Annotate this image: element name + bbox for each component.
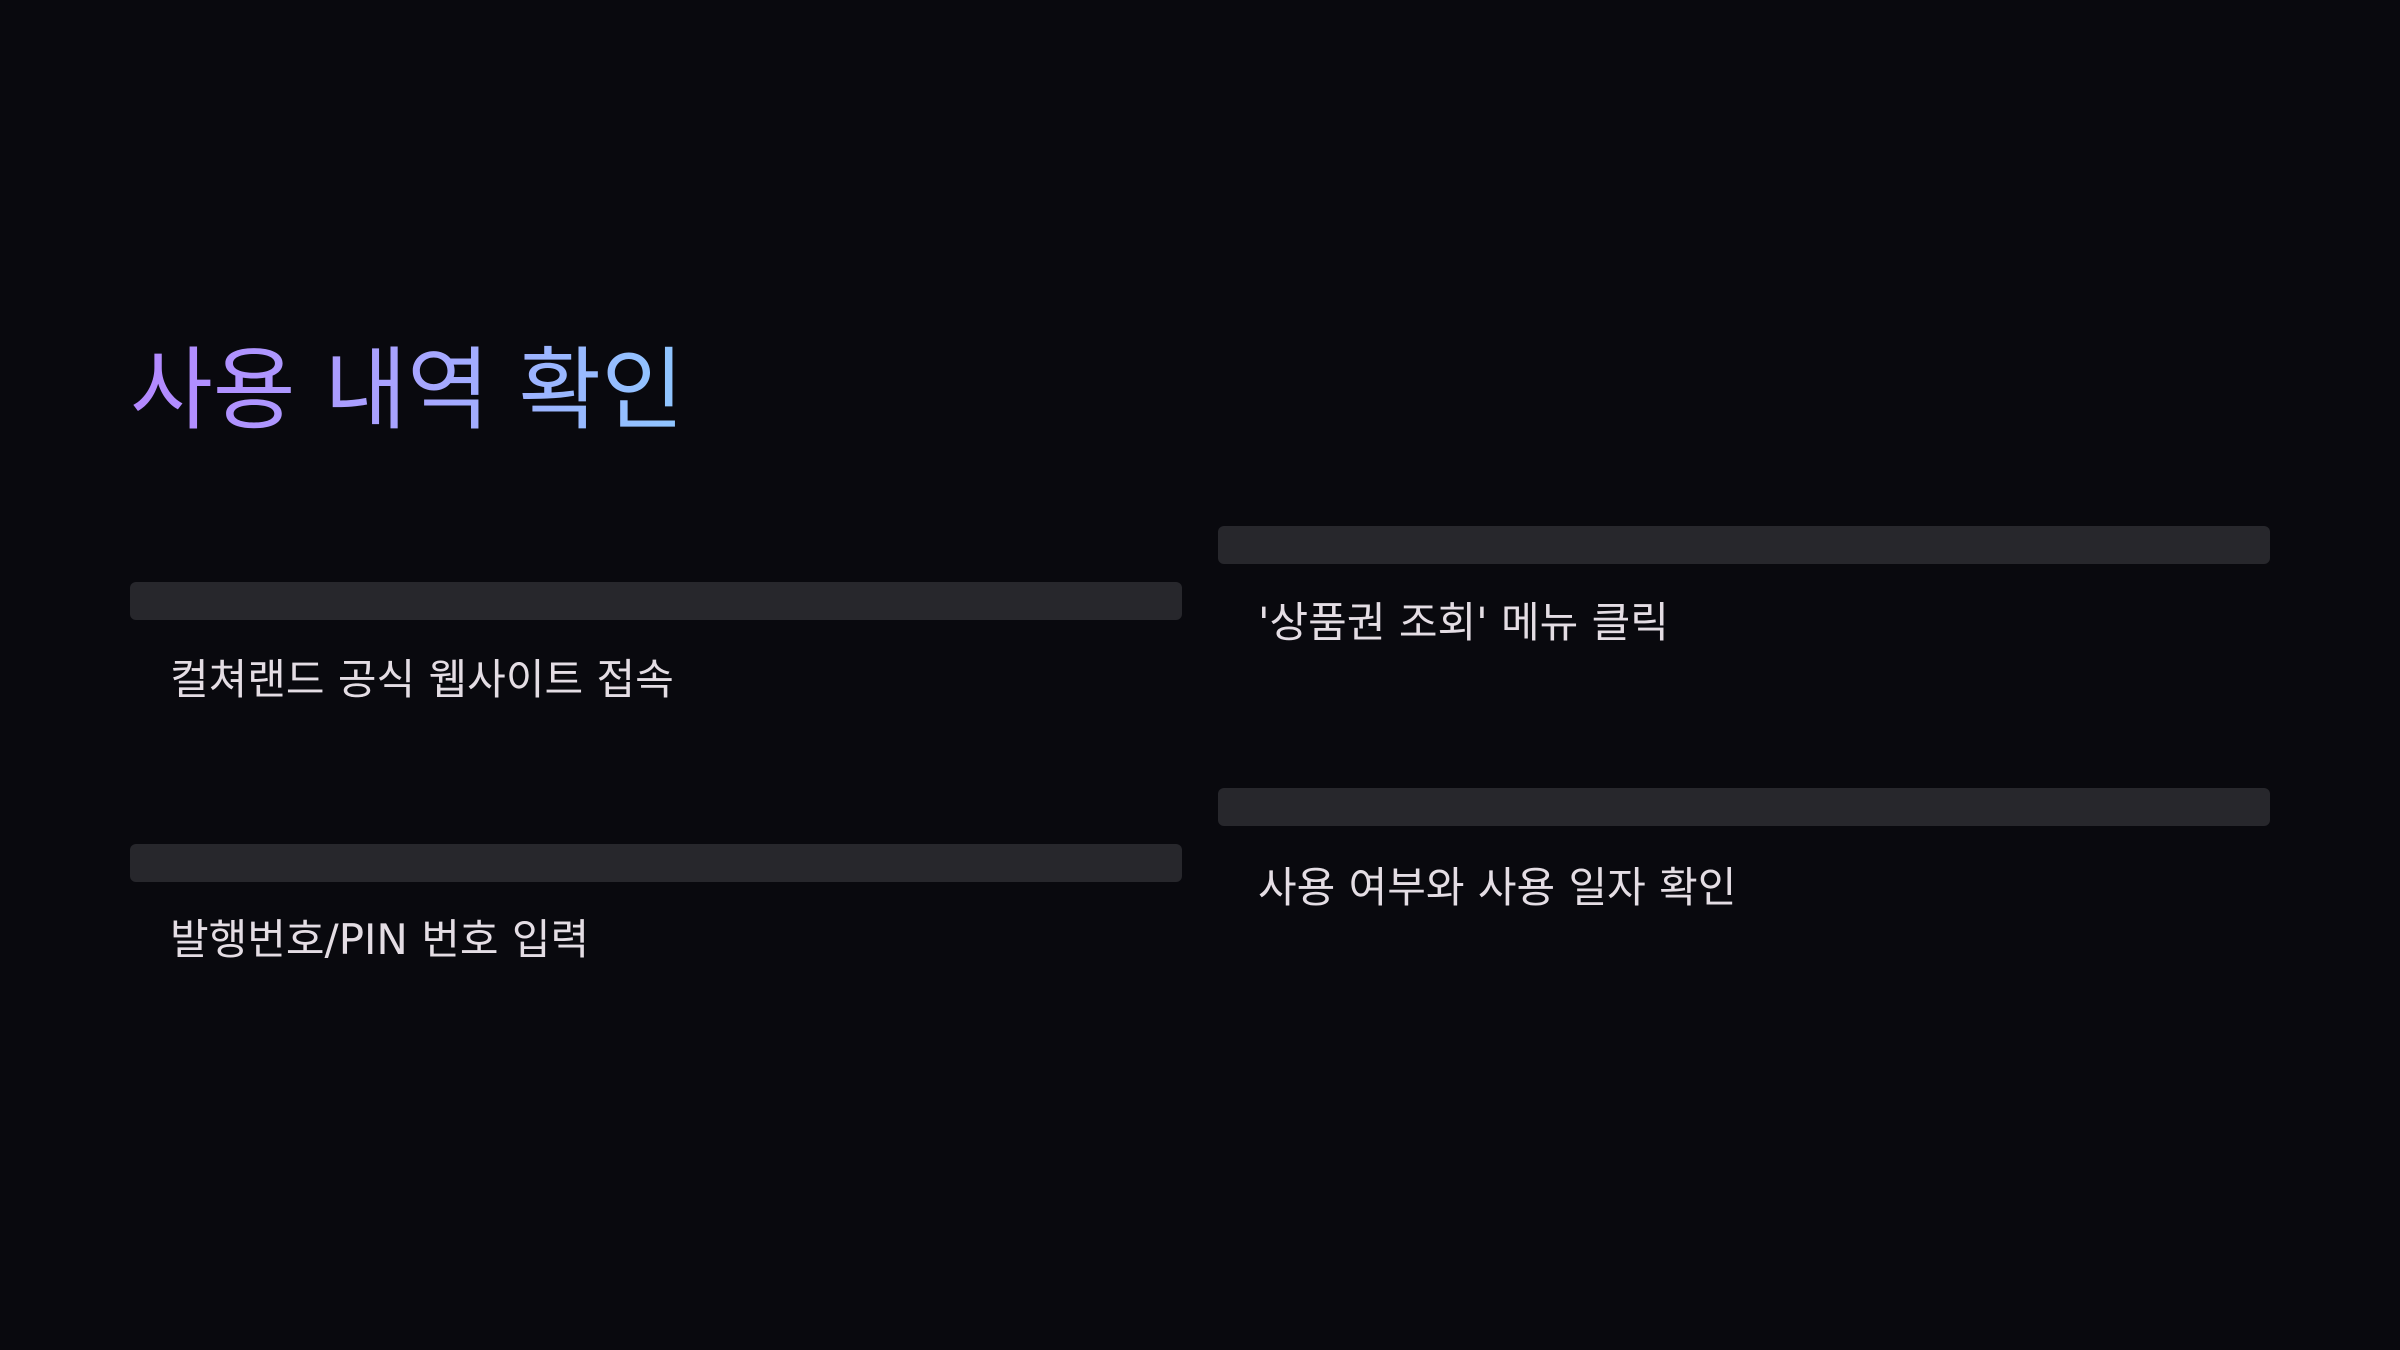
step-label: 사용 여부와 사용 일자 확인 [1258, 863, 1737, 912]
step-header-bar [130, 844, 1182, 882]
slide-title: 사용 내역 확인 [130, 326, 684, 456]
step-card-2: '상품권 조회' 메뉴 클릭 [1218, 526, 2270, 647]
step-label: 컬쳐랜드 공식 웹사이트 접속 [170, 655, 674, 704]
step-card-1: 컬쳐랜드 공식 웹사이트 접속 [130, 582, 1182, 704]
step-label: 발행번호/PIN 번호 입력 [170, 915, 590, 964]
step-header-bar [130, 582, 1182, 620]
step-card-3: 발행번호/PIN 번호 입력 [130, 844, 1182, 964]
step-header-bar [1218, 526, 2270, 564]
step-label: '상품권 조회' 메뉴 클릭 [1258, 598, 1669, 647]
step-header-bar [1218, 788, 2270, 826]
step-card-4: 사용 여부와 사용 일자 확인 [1218, 788, 2270, 912]
